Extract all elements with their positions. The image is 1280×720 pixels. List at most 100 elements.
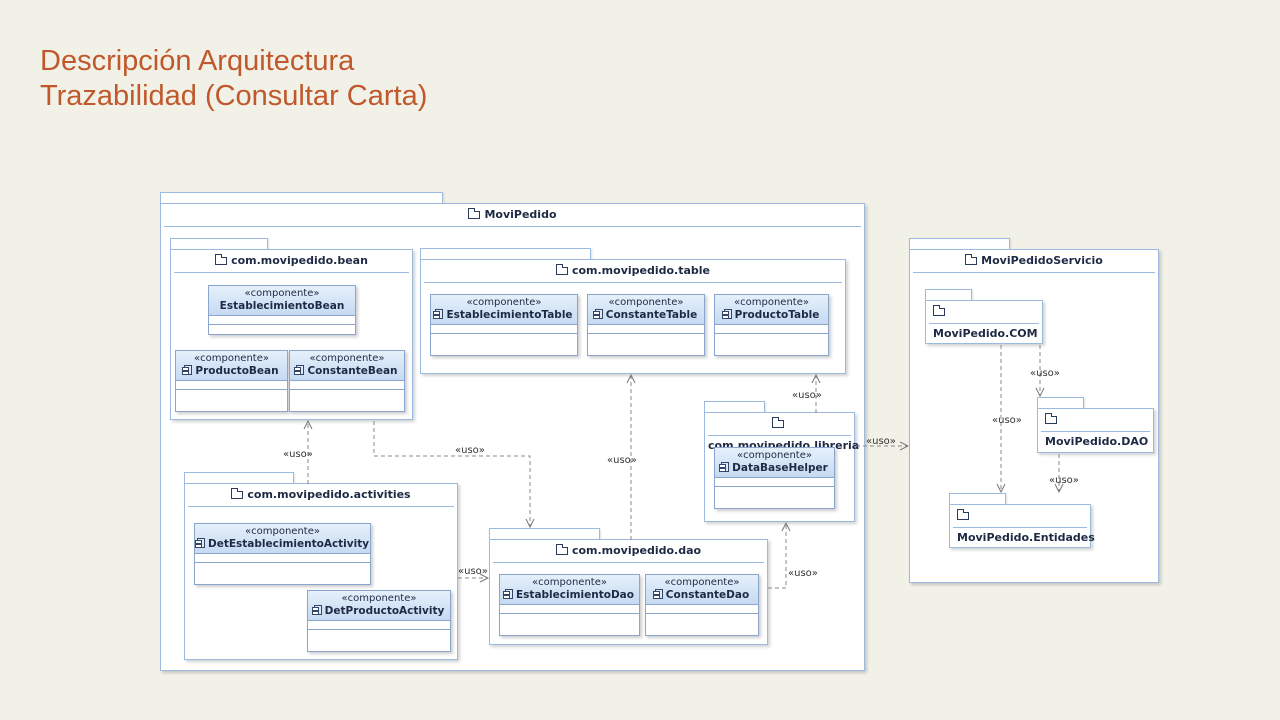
stereotype-label: «componente» <box>245 526 320 537</box>
component-establecimiento-table: «componente»EstablecimientoTable <box>430 294 578 356</box>
package-tab <box>170 238 268 250</box>
package-name: MoviPedido <box>484 208 557 221</box>
package-tab <box>160 192 443 204</box>
component-constante-dao: «componente»ConstanteDao <box>645 574 759 636</box>
component-producto-table: «componente»ProductoTable <box>714 294 829 356</box>
package-body: MoviPedido.Entidades <box>949 504 1095 548</box>
stereotype-label: «componente» <box>466 297 542 308</box>
component-name: EstablecimientoTable <box>446 309 573 321</box>
package-tab <box>704 401 765 413</box>
slide-title: Descripción Arquitectura Trazabilidad (C… <box>40 44 427 114</box>
uso-label: «uso» <box>792 390 822 401</box>
package-body: MoviPedido.DAO <box>1037 408 1154 453</box>
component-name: ConstanteTable <box>605 309 698 321</box>
package-name: com.movipedido.dao <box>571 544 702 557</box>
component-name: EstablecimientoDao <box>516 589 634 601</box>
component-name: DataBaseHelper <box>732 462 828 474</box>
package-tab <box>1037 397 1084 409</box>
component-name: EstablecimientoBean <box>219 300 345 312</box>
package-header: com.movipedido.dao <box>493 540 764 563</box>
folder-icon <box>1045 413 1057 424</box>
package-name: com.movipedido.bean <box>231 254 368 267</box>
component-icon <box>433 309 444 319</box>
component-icon <box>719 462 730 472</box>
component-constante-bean: «componente»ConstanteBean <box>289 350 405 412</box>
component-det-establecimiento-activity: «componente»DetEstablecimientoActivity <box>194 523 371 585</box>
uso-label: «uso» <box>788 568 818 579</box>
package-name: MoviPedido.Entidades <box>957 531 1095 544</box>
component-icon <box>503 589 513 599</box>
package-tab <box>489 528 600 540</box>
component-producto-bean: «componente»ProductoBean <box>175 350 288 412</box>
package-movipedido-dao: MoviPedido.DAO <box>1037 397 1154 453</box>
stereotype-label: «componente» <box>194 353 269 364</box>
package-header: MoviPedido.COM <box>929 301 1039 340</box>
package-header: com.movipedido.activities <box>188 484 454 507</box>
component-name: ProductoTable <box>734 309 820 321</box>
package-body: MoviPedido.COM <box>925 300 1043 344</box>
title-line-2: Trazabilidad (Consultar Carta) <box>40 80 428 112</box>
component-establecimiento-bean: «componente»EstablecimientoBean <box>208 285 356 335</box>
folder-icon <box>933 305 945 316</box>
title-line-1: Descripción Arquitectura <box>40 45 355 77</box>
package-movipedido-com: MoviPedido.COM <box>925 289 1043 344</box>
stereotype-label: «componente» <box>341 593 417 604</box>
folder-icon <box>468 208 481 219</box>
package-header: MoviPedidoServicio <box>913 250 1155 273</box>
component-icon <box>182 365 193 375</box>
uso-label: «uso» <box>455 445 485 456</box>
package-name: com.movipedido.table <box>571 264 711 277</box>
stereotype-label: «componente» <box>532 577 607 588</box>
package-tab <box>925 289 972 301</box>
component-constante-table: «componente»ConstanteTable <box>587 294 705 356</box>
stereotype-label: «componente» <box>309 353 385 364</box>
package-header: MoviPedido <box>164 204 861 227</box>
component-icon <box>592 309 603 319</box>
uso-label: «uso» <box>1030 368 1060 379</box>
stereotype-label: «componente» <box>664 577 740 588</box>
package-header: com.movipedido.table <box>424 260 842 283</box>
stereotype-label: «componente» <box>734 297 809 308</box>
component-name: ProductoBean <box>195 365 279 377</box>
package-tab <box>909 238 1010 250</box>
package-header: MoviPedido.Entidades <box>953 505 1095 544</box>
uso-label: «uso» <box>992 415 1022 426</box>
component-establecimiento-dao: «componente»EstablecimientoDao <box>499 574 640 636</box>
component-icon <box>294 365 305 375</box>
uso-label: «uso» <box>283 449 313 460</box>
package-name: com.movipedido.activities <box>247 488 411 501</box>
folder-icon <box>957 509 969 520</box>
component-det-producto-activity: «componente»DetProductoActivity <box>307 590 451 652</box>
uso-label: «uso» <box>458 566 488 577</box>
package-header: MoviPedido.DAO <box>1041 409 1150 448</box>
component-name: DetProductoActivity <box>324 605 445 617</box>
package-name: MoviPedidoServicio <box>981 254 1103 267</box>
component-icon <box>652 589 663 599</box>
component-database-helper: «componente»DataBaseHelper <box>714 447 835 509</box>
stereotype-label: «componente» <box>737 450 812 461</box>
component-name: DetEstablecimientoActivity <box>208 538 370 550</box>
component-name: ConstanteBean <box>307 365 398 377</box>
package-tab <box>184 472 294 484</box>
folder-icon <box>231 488 244 499</box>
uso-label: «uso» <box>866 436 896 447</box>
dependency-bean-dao <box>373 421 530 527</box>
folder-icon <box>555 264 568 275</box>
stereotype-label: «componente» <box>244 288 320 299</box>
folder-icon <box>771 417 784 428</box>
component-name: ConstanteDao <box>665 589 750 601</box>
component-icon <box>721 309 732 319</box>
folder-icon <box>555 544 568 555</box>
component-icon <box>195 538 205 548</box>
package-header: com.movipedido.bean <box>174 250 409 273</box>
folder-icon <box>215 254 228 265</box>
package-name: MoviPedido.COM <box>933 327 1038 340</box>
package-tab <box>420 248 591 260</box>
uso-label: «uso» <box>607 455 637 466</box>
component-icon <box>311 605 322 615</box>
package-name: MoviPedido.DAO <box>1045 435 1149 448</box>
folder-icon <box>965 254 978 265</box>
package-tab <box>949 493 1006 505</box>
package-movipedido-entidades: MoviPedido.Entidades <box>949 493 1095 548</box>
